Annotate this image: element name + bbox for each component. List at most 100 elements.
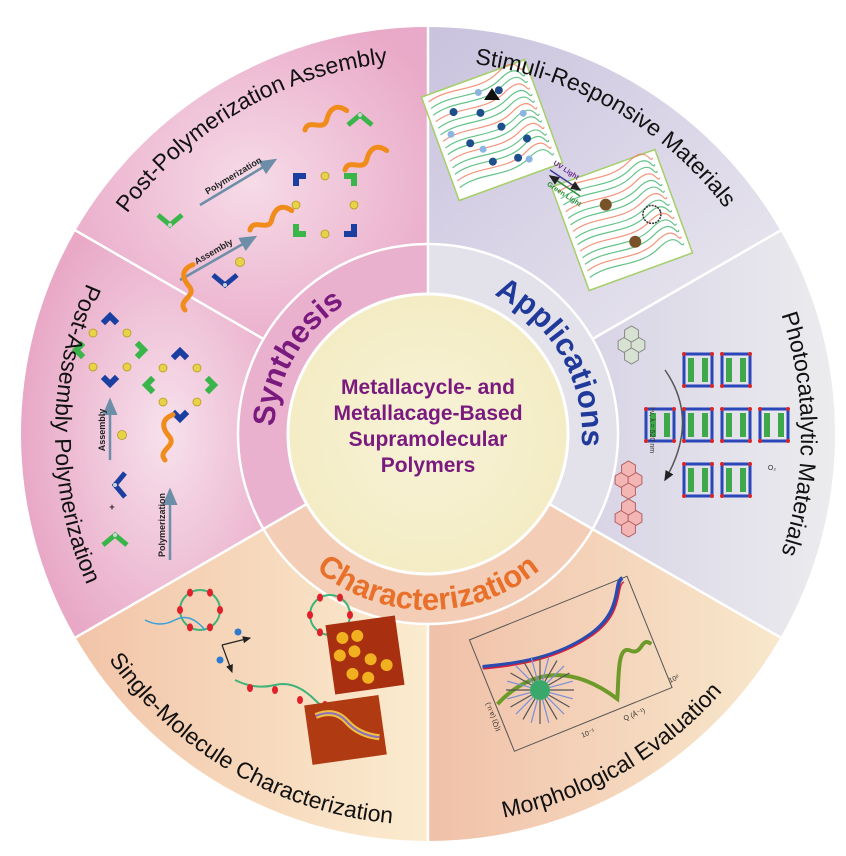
crosslink-node: [497, 122, 506, 131]
pyrene-product-b: [614, 498, 643, 538]
oxygen-atom: [720, 494, 724, 498]
metallacycle-bead: [217, 606, 223, 614]
post-assembly-square-a: [71, 311, 149, 389]
photocatalysis-arrow: [664, 369, 684, 482]
afm-bright-spot: [364, 653, 377, 666]
gel-strand: [579, 212, 675, 252]
metal-ion-blue: [234, 628, 242, 636]
gel-strand: [428, 63, 524, 103]
metallacycle-bead: [317, 593, 323, 602]
oxygen-atom: [682, 352, 686, 356]
uv-light-arrow: [549, 169, 582, 191]
cage-wall: [778, 413, 784, 437]
polymer-chain: [180, 262, 196, 313]
micelle-arm: [549, 692, 573, 700]
crosslink-node: [514, 153, 523, 162]
hexagon-ring: [621, 482, 636, 500]
oxygen-label: O₂: [768, 465, 776, 472]
oxygen-atom: [682, 494, 686, 498]
gel-strand: [577, 206, 673, 246]
ring-segment-applications: [428, 244, 618, 529]
metallacycle-bead: [177, 606, 183, 614]
pyrene-product-a: [614, 460, 643, 500]
polymer-chain-stroke: [160, 412, 176, 463]
v-shape-joint: [113, 533, 117, 537]
sector-post-assembly-polymerization: [20, 230, 264, 638]
micelle-arm: [530, 699, 538, 723]
oxygen-atom: [672, 407, 676, 411]
metallacycle-bead: [247, 684, 253, 692]
gel-strand: [449, 122, 545, 162]
cage-wall: [726, 468, 732, 492]
free-node: [474, 88, 482, 96]
ring-divider: [548, 502, 594, 531]
green-ligand-left: [101, 531, 129, 547]
oxygen-atom: [682, 407, 686, 411]
corner-green: [141, 375, 156, 395]
micelle-arm: [546, 696, 565, 715]
sector-separators: [74, 27, 782, 841]
green-ligand: [156, 213, 184, 229]
center-title-line: Polymers: [381, 454, 476, 477]
blue-ligand: [211, 273, 239, 289]
metallacycle-bead: [187, 623, 193, 632]
metal-ion-ball: [117, 430, 127, 440]
afm-background: [304, 695, 387, 765]
oxygen-atom: [682, 439, 686, 443]
gel-strand: [570, 186, 666, 226]
metallacycle-bead: [337, 593, 343, 602]
gel-strand: [452, 129, 548, 169]
metallacycle-bead: [307, 611, 313, 619]
gel-strand: [586, 232, 682, 272]
oxygen-atom: [672, 439, 676, 443]
crosslink-node: [494, 86, 503, 95]
metal-ion-ball: [320, 171, 330, 181]
free-node: [519, 109, 527, 117]
center-title-line: Metallacycle- and: [341, 376, 515, 399]
metallacycle-bead: [297, 696, 303, 704]
porphyrin-cage: [682, 462, 714, 498]
gel-strand: [567, 180, 663, 219]
single-loop-a: [177, 588, 223, 632]
ring-segment-characterization: [263, 504, 593, 624]
plus-sign: +: [109, 502, 114, 512]
gel-strand: [444, 109, 540, 149]
reaction-arrow-right: [221, 636, 252, 646]
plot-tick-high: 10⁰: [668, 673, 681, 684]
porphyrin-cage: [720, 462, 752, 498]
sector-divider: [74, 229, 265, 341]
afm-image-bottom: [304, 695, 387, 765]
oxygen-atom: [710, 352, 714, 356]
hexagon-ring: [624, 325, 639, 343]
gel-strand: [442, 103, 538, 142]
polymerization-vertical-label: Polymerization: [157, 493, 167, 557]
metal-ion-ball: [320, 229, 330, 239]
afm-bright-spot: [336, 631, 349, 644]
sector-divider: [591, 527, 782, 639]
sector-divider: [591, 229, 782, 341]
afm-bright-spot: [348, 645, 361, 658]
cage-wall: [702, 413, 708, 437]
oxygen-atom: [710, 494, 714, 498]
metallacycle-bead: [272, 686, 278, 694]
sector-divider: [74, 527, 265, 639]
micelle-arm: [544, 698, 558, 720]
oxygen-atom: [720, 462, 724, 466]
blue-ligand-left: [111, 471, 127, 499]
gel-strand: [584, 226, 680, 265]
micelle-arm: [510, 672, 532, 686]
plot-tick-low: 10⁻¹: [581, 728, 597, 740]
metal-ion-ball: [291, 200, 301, 210]
gel-strand: [430, 70, 526, 110]
micelle-arm: [548, 672, 570, 686]
metallacycle-bead: [187, 588, 193, 597]
cage-wall: [664, 413, 670, 437]
cage-wall: [726, 413, 732, 437]
metallacycle-bead: [317, 628, 323, 637]
v-shape-joint: [223, 283, 227, 287]
illustrations: PolymerizationAssembly+AssemblyPolymeriz…: [71, 58, 790, 765]
free-node: [447, 130, 455, 138]
micelle-arm: [522, 660, 536, 682]
